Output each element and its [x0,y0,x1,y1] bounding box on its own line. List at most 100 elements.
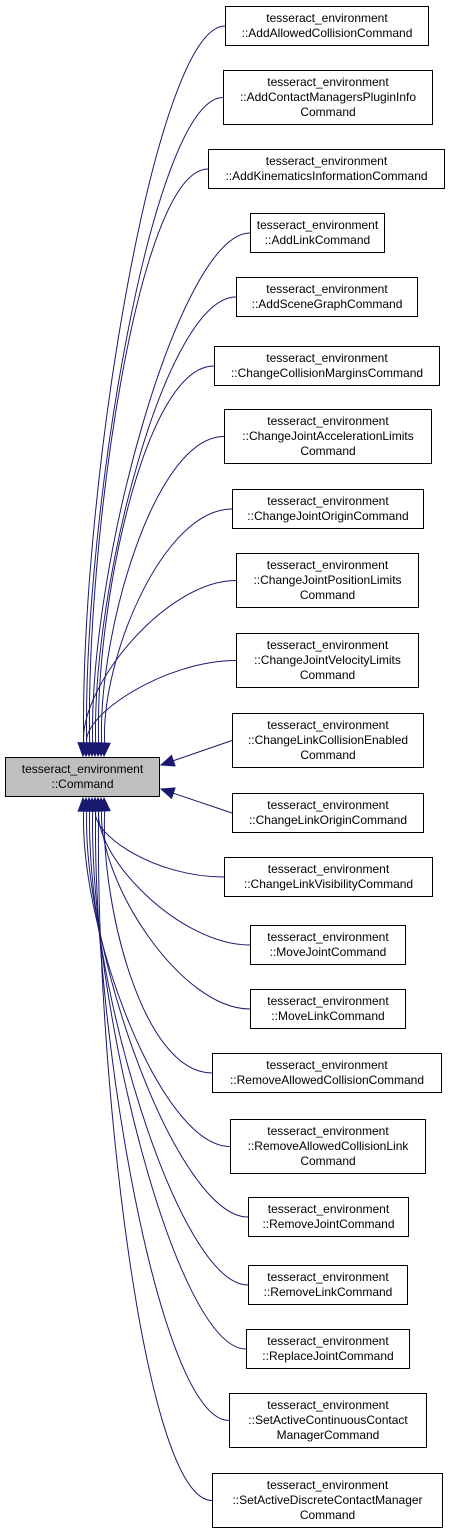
derived-class-node-change-link-visibility-command[interactable]: tesseract_environment::ChangeLinkVisibil… [224,857,433,897]
derived-class-node-change-joint-position-limits-command[interactable]: tesseract_environment::ChangeJointPositi… [236,553,419,608]
inheritance-edge [100,436,225,744]
inheritance-edge [86,97,224,744]
node-label-line: ::SetActiveContinuousContact [248,1413,408,1427]
derived-class-node-remove-allowed-collision-command[interactable]: tesseract_environment::RemoveAllowedColl… [212,1053,442,1093]
node-label-line: Command [300,1154,356,1168]
inheritance-edge [95,296,237,744]
derived-class-node-add-scene-graph-command[interactable]: tesseract_environment::AddSceneGraphComm… [236,277,418,317]
node-label-line: tesseract_environment [266,282,388,296]
inheritance-arrowhead [92,796,105,812]
derived-class-node-remove-allowed-collision-link-command[interactable]: tesseract_environment::RemoveAllowedColl… [230,1119,426,1174]
derived-class-node-move-link-command[interactable]: tesseract_environment::MoveLinkCommand [250,989,406,1029]
node-label-line: ::Command [51,777,114,791]
node-label-line: ::ChangeJointVelocityLimits [254,653,401,667]
node-label-line: ::AddKinematicsInformationCommand [225,169,428,183]
derived-class-node-replace-joint-command[interactable]: tesseract_environment::ReplaceJointComma… [246,1329,410,1369]
node-label-line: ::ChangeCollisionMarginsCommand [230,366,424,380]
node-label-line: tesseract_environment [267,1334,389,1348]
inheritance-edge [173,792,233,814]
node-label-line: tesseract_environment [21,762,144,776]
derived-class-node-remove-joint-command[interactable]: tesseract_environment::RemoveJointComman… [248,1197,409,1237]
node-label-line: tesseract_environment [267,930,389,944]
derived-class-node-remove-link-command[interactable]: tesseract_environment::RemoveLinkCommand [248,1265,408,1305]
node-label-line: ::SetActiveDiscreteContactManager [232,1493,423,1507]
node-label-line: tesseract_environment [266,1478,389,1492]
inheritance-edge [89,810,249,1286]
derived-class-node-add-allowed-collision-command[interactable]: tesseract_environment::AddAllowedCollisi… [225,6,429,46]
node-label-line: ::ChangeLinkCollisionEnabled [247,733,409,747]
node-label-line: ::ChangeJointAccelerationLimits [242,429,414,443]
inheritance-edge [97,810,213,1501]
node-label-line: tesseract_environment [266,638,389,652]
inheritance-edge [83,810,231,1147]
node-label-line: ::MoveJointCommand [269,945,387,959]
derived-class-node-set-active-discrete-contact-manager-command[interactable]: tesseract_environment::SetActiveDiscrete… [212,1473,443,1528]
inheritance-edge [97,365,215,744]
inheritance-edge [92,232,251,744]
node-label-line: tesseract_environment [266,351,388,365]
inheritance-edge [101,810,251,1010]
node-label-line: tesseract_environment [267,718,389,732]
inheritance-edge [94,810,230,1421]
node-label-line: ::MoveLinkCommand [271,1009,385,1023]
derived-class-node-set-active-continuous-contact-manager-command[interactable]: tesseract_environment::SetActiveContinuo… [229,1393,427,1448]
node-label-line: Command [300,748,356,762]
node-label-line: tesseract_environment [267,414,389,428]
node-label-line: ::AddSceneGraphCommand [251,297,403,311]
inheritance-edge [173,740,233,762]
node-label-line: ::AddAllowedCollisionCommand [241,26,413,40]
inheritance-edge [104,508,233,744]
node-label-line: Command [300,444,356,458]
node-label-line: tesseract_environment [267,494,389,508]
node-label-line: ::RemoveLinkCommand [263,1285,393,1299]
derived-class-node-add-link-command[interactable]: tesseract_environment::AddLinkCommand [250,213,385,253]
node-label-line: tesseract_environment [267,1398,389,1412]
inheritance-edge [95,810,225,878]
derived-class-node-change-collision-margins-command[interactable]: tesseract_environment::ChangeCollisionMa… [214,346,440,386]
derived-class-node-change-joint-velocity-limits-command[interactable]: tesseract_environment::ChangeJointVeloci… [236,633,419,688]
derived-class-node-move-joint-command[interactable]: tesseract_environment::MoveJointCommand [250,925,406,965]
node-label-line: tesseract_environment [266,1058,388,1072]
inheritance-edge [83,25,226,744]
node-label-line: tesseract_environment [265,154,388,168]
derived-class-node-change-link-collision-enabled-command[interactable]: tesseract_environment::ChangeLinkCollisi… [232,713,424,768]
inheritance-edge [98,810,251,946]
node-label-line: tesseract_environment [267,798,389,812]
node-label-line: Command [299,668,356,682]
node-label-line: ::ChangeJointPositionLimits [253,573,402,587]
node-label-line: tesseract_environment [266,11,388,25]
node-label-line: ::ReplaceJointCommand [262,1349,394,1363]
inheritance-edge [88,168,209,744]
node-label-line: tesseract_environment [256,218,379,232]
node-label-line: tesseract_environment [267,994,389,1008]
node-label-line: tesseract_environment [267,1202,390,1216]
node-label-line: tesseract_environment [267,1270,389,1284]
node-label-line: ::RemoveAllowedCollisionCommand [229,1073,425,1087]
node-label-line: Command [300,105,356,119]
node-label-line: ::ChangeJointOriginCommand [247,509,409,523]
node-label-line: tesseract_environment [267,1124,389,1138]
inheritance-arrowhead [159,787,176,800]
derived-class-node-change-joint-origin-command[interactable]: tesseract_environment::ChangeJointOrigin… [232,489,424,529]
derived-class-node-change-link-origin-command[interactable]: tesseract_environment::ChangeLinkOriginC… [232,793,424,833]
node-label-line: ::RemoveJointCommand [262,1217,395,1231]
node-label-line: Command [299,1508,356,1522]
derived-class-node-add-kinematics-information-command[interactable]: tesseract_environment::AddKinematicsInfo… [208,149,445,189]
derived-class-node-add-contact-managers-plugin-info-command[interactable]: tesseract_environment::AddContactManager… [223,70,433,125]
inheritance-edge [92,810,247,1350]
inheritance-edge [103,810,213,1074]
node-label-line: tesseract_environment [267,75,389,89]
node-label-line: ::ChangeLinkVisibilityCommand [243,877,414,891]
inheritance-edge [86,660,237,744]
inheritance-edge [83,580,237,744]
node-label-line: ::AddLinkCommand [264,233,371,247]
node-label-line: ::AddContactManagersPluginInfo [239,90,417,104]
node-label-line: ManagerCommand [276,1428,380,1442]
node-label-line: ::ChangeLinkOriginCommand [248,813,408,827]
node-label-line: tesseract_environment [266,558,389,572]
derived-class-node-change-joint-acceleration-limits-command[interactable]: tesseract_environment::ChangeJointAccele… [224,409,432,464]
node-label-line: ::RemoveAllowedCollisionLink [247,1139,409,1153]
base-class-node-command[interactable]: tesseract_environment::Command [5,757,160,797]
